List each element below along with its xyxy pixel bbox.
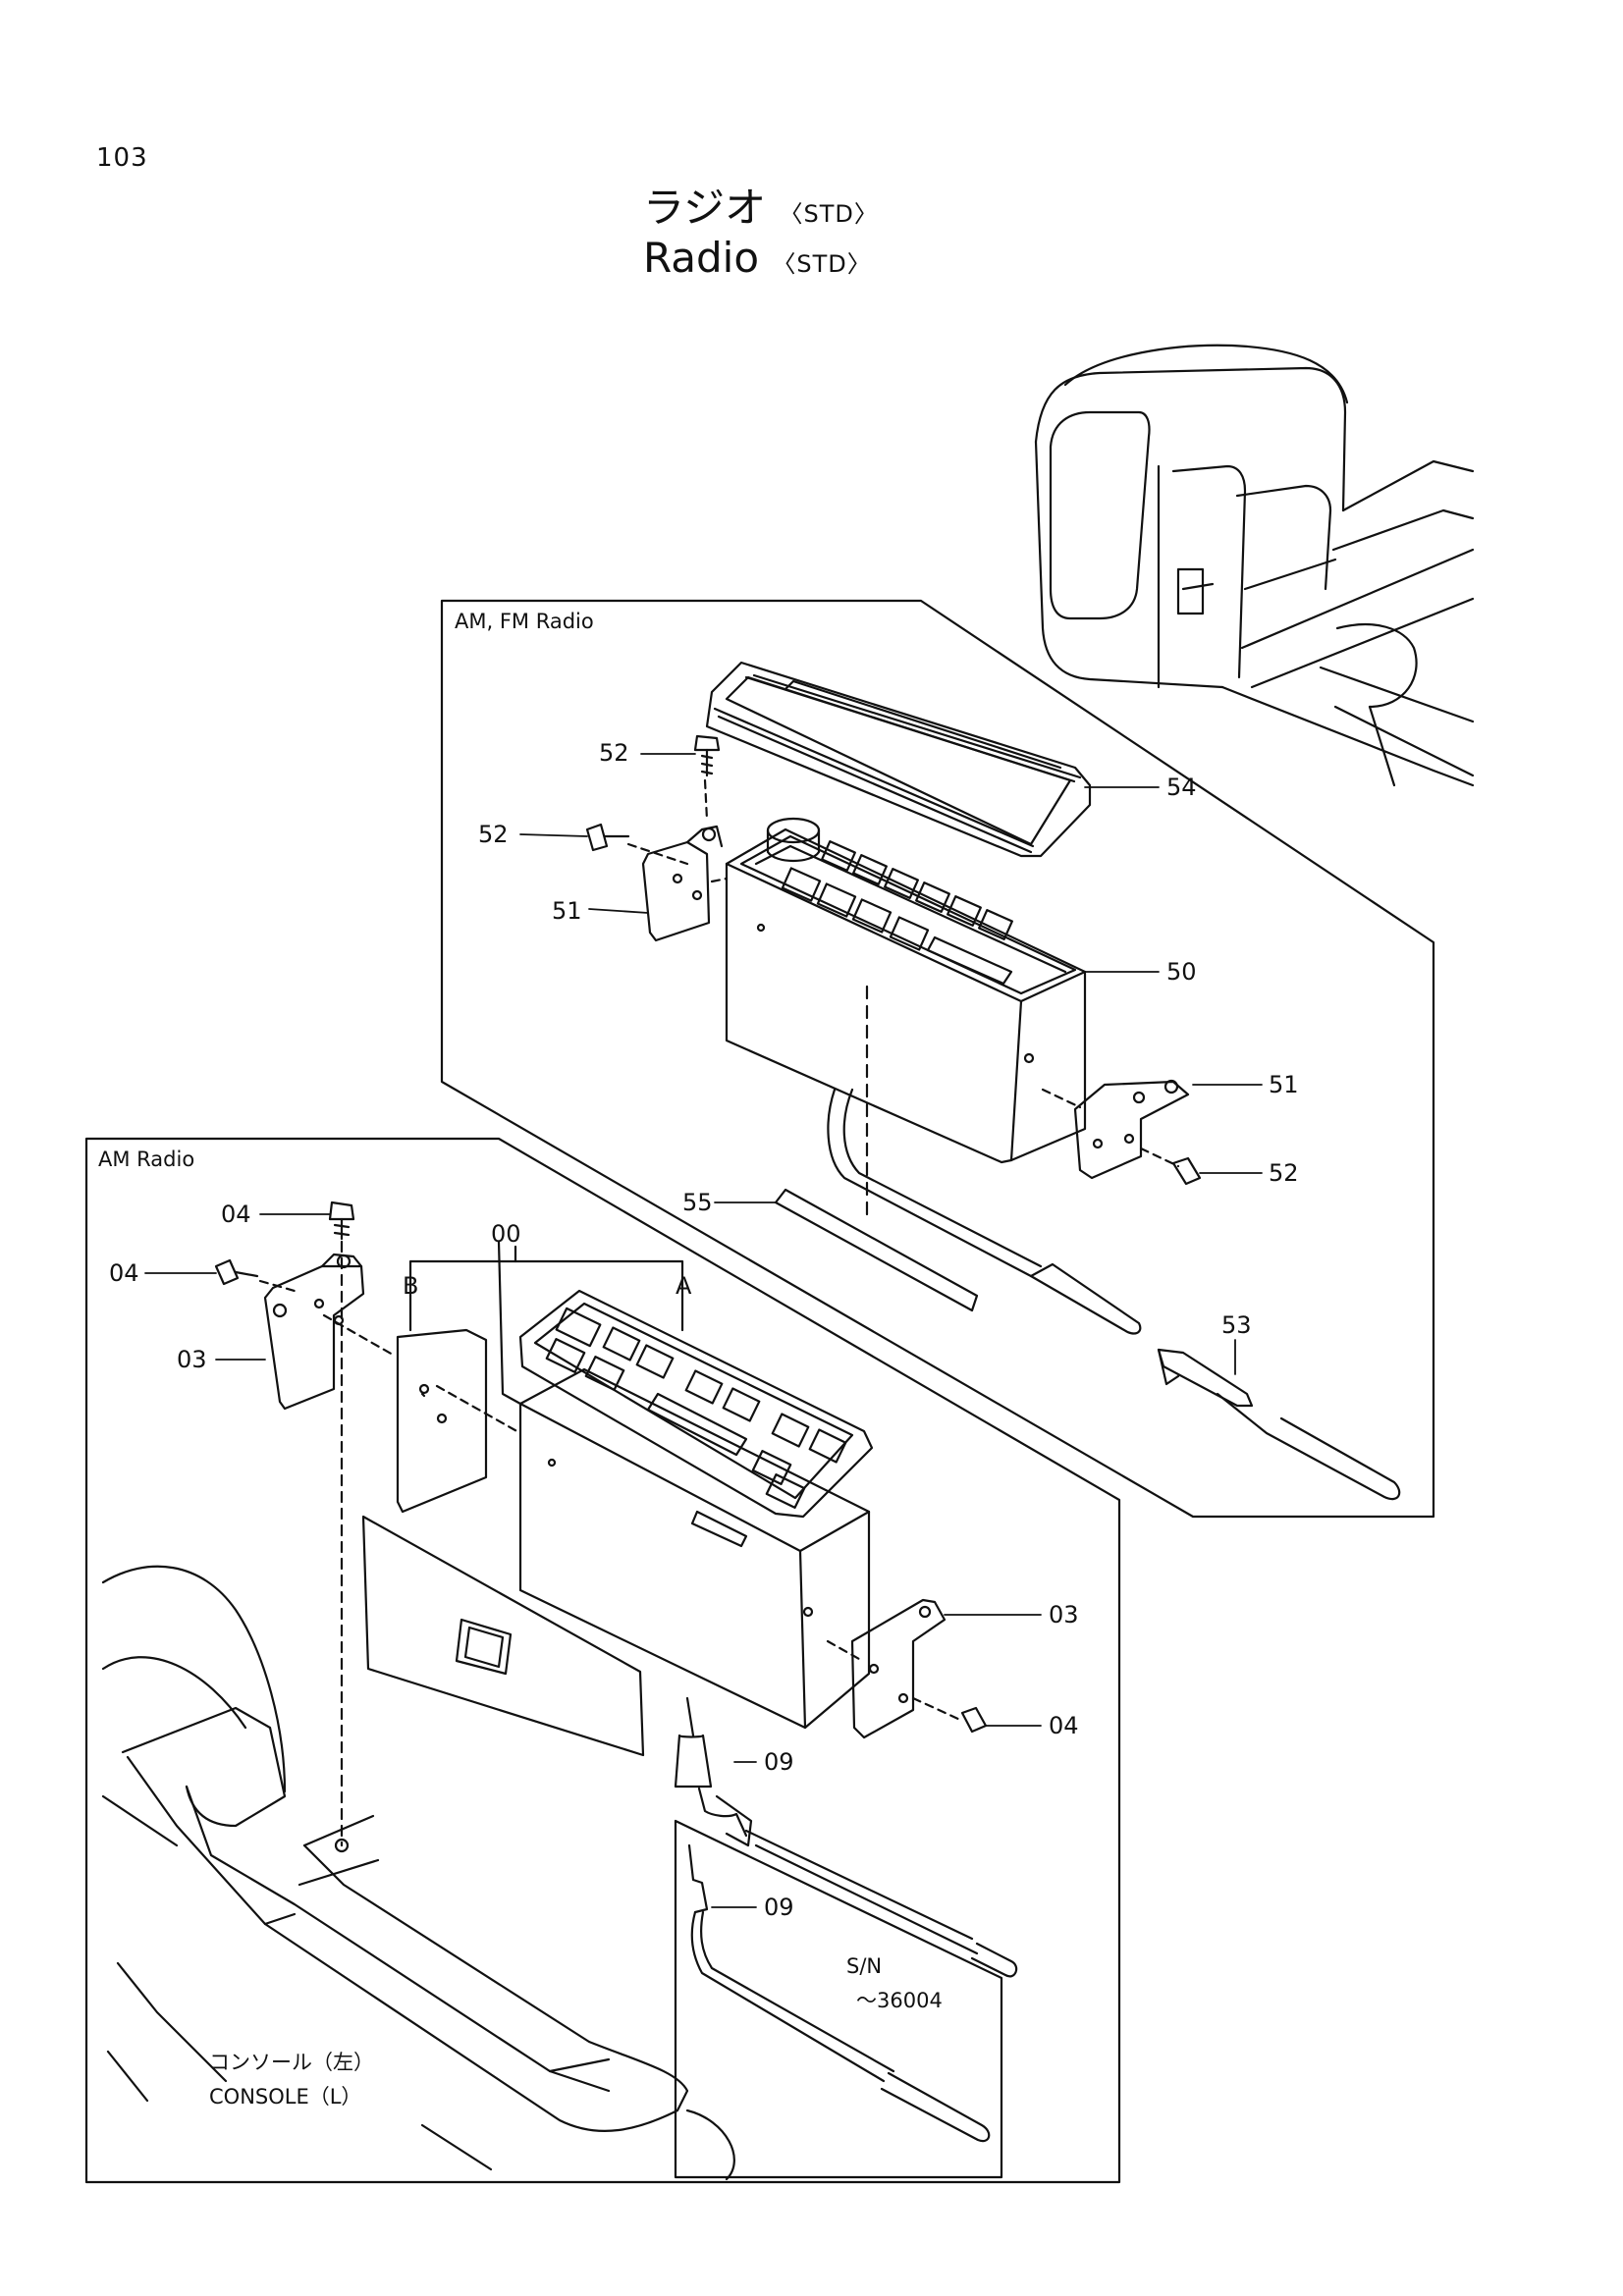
- page-title-japanese: ラジオ 〈STD〉: [643, 175, 879, 235]
- page-title-english: Radio 〈STD〉: [643, 234, 872, 282]
- callout-52-top: 52: [599, 739, 629, 767]
- callout-a: A: [676, 1272, 692, 1300]
- part-a-faceplate: [518, 1289, 874, 1519]
- callout-b: B: [403, 1272, 418, 1300]
- am-fm-section-label: AM, FM Radio: [455, 610, 594, 633]
- callout-04-top: 04: [221, 1201, 251, 1228]
- part-53-antenna-cable: [827, 1088, 1401, 1501]
- part-55-plate: [774, 1188, 979, 1312]
- part-51-bracket-lower: [1041, 1079, 1202, 1186]
- callout-00: 00: [491, 1220, 521, 1248]
- callout-03-left: 03: [177, 1346, 207, 1373]
- am-section-label: AM Radio: [98, 1148, 194, 1171]
- callout-50: 50: [1166, 958, 1197, 986]
- console-left-illustration: [101, 1565, 735, 2181]
- serial-number-range: ～36004: [856, 1989, 943, 2012]
- callout-53: 53: [1221, 1311, 1252, 1339]
- callout-04-left: 04: [109, 1259, 139, 1287]
- title-english-text: Radio: [643, 234, 760, 282]
- part-09-antenna-cable-upper: [674, 1696, 1018, 1978]
- serial-number-label: S/N: [846, 1954, 882, 1978]
- callout-03-right: 03: [1049, 1601, 1079, 1629]
- part-04-screws-left: [214, 1201, 395, 1847]
- console-front-panel: [361, 1515, 645, 1757]
- part-03-bracket-left: [263, 1253, 365, 1411]
- serial-sub-box: [674, 1819, 1003, 2179]
- page-number: 103: [96, 143, 148, 173]
- title-japanese-text: ラジオ: [643, 184, 767, 232]
- excavator-cab-illustration: [1034, 344, 1475, 787]
- callout-09-lower: 09: [764, 1894, 794, 1921]
- callout-51-lower: 51: [1269, 1071, 1299, 1098]
- callout-52-lower: 52: [1269, 1159, 1299, 1187]
- console-label-english: CONSOLE（L）: [209, 2085, 361, 2109]
- title-std-tag: 〈STD〉: [779, 200, 879, 228]
- callout-09-upper: 09: [764, 1748, 794, 1776]
- callout-52-left: 52: [478, 821, 509, 848]
- part-b-plate: [396, 1328, 522, 1514]
- part-50-radio-box: [725, 817, 1087, 1219]
- callout-54: 54: [1166, 774, 1197, 801]
- callout-leader-lines: [144, 753, 1263, 1908]
- part-00-am-radio-box: [497, 1240, 871, 1730]
- callout-04-right: 04: [1049, 1712, 1079, 1739]
- am-fm-section-border: [440, 599, 1435, 1519]
- part-52-screws-upper: [585, 734, 721, 866]
- part-51-bracket-upper: [641, 825, 729, 942]
- callout-55: 55: [682, 1189, 713, 1216]
- part-09-antenna-cable-lower: [687, 1843, 991, 2143]
- title-std-tag-english: 〈STD〉: [772, 250, 872, 278]
- callout-51-upper: 51: [552, 897, 582, 925]
- part-03-bracket-right: [826, 1598, 988, 1739]
- assembly-bracket-lines: [408, 1245, 684, 1332]
- part-54-bezel: [705, 661, 1092, 858]
- console-label-japanese: コンソール（左）: [209, 2051, 374, 2074]
- am-section-border: [84, 1137, 1121, 2184]
